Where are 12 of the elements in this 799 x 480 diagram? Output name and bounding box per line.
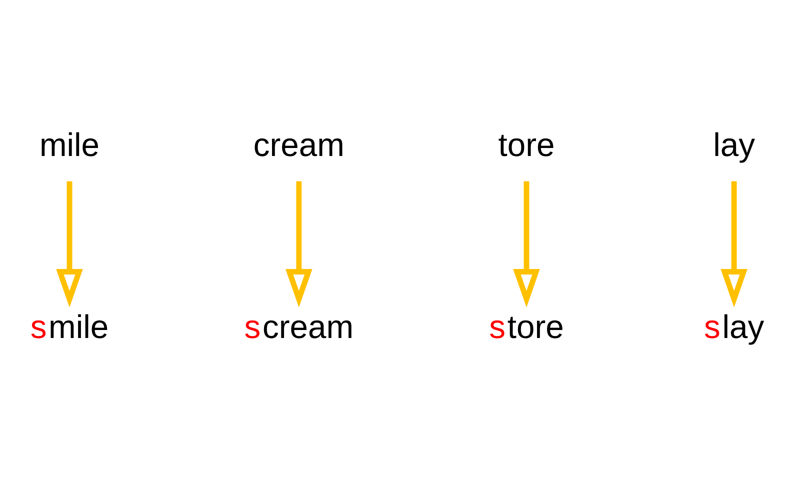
node-text: store <box>489 308 564 346</box>
node-text: slay <box>704 308 764 346</box>
node-text: smile <box>30 308 109 346</box>
node-text: lay <box>713 126 756 164</box>
node-text: mile <box>39 126 100 164</box>
arrow <box>720 181 748 308</box>
arrow <box>286 181 312 308</box>
node-text: scream <box>244 308 354 346</box>
node-text: tore <box>498 126 555 164</box>
node-text: cream <box>253 126 344 164</box>
arrow <box>513 181 540 308</box>
arrow <box>56 181 83 308</box>
